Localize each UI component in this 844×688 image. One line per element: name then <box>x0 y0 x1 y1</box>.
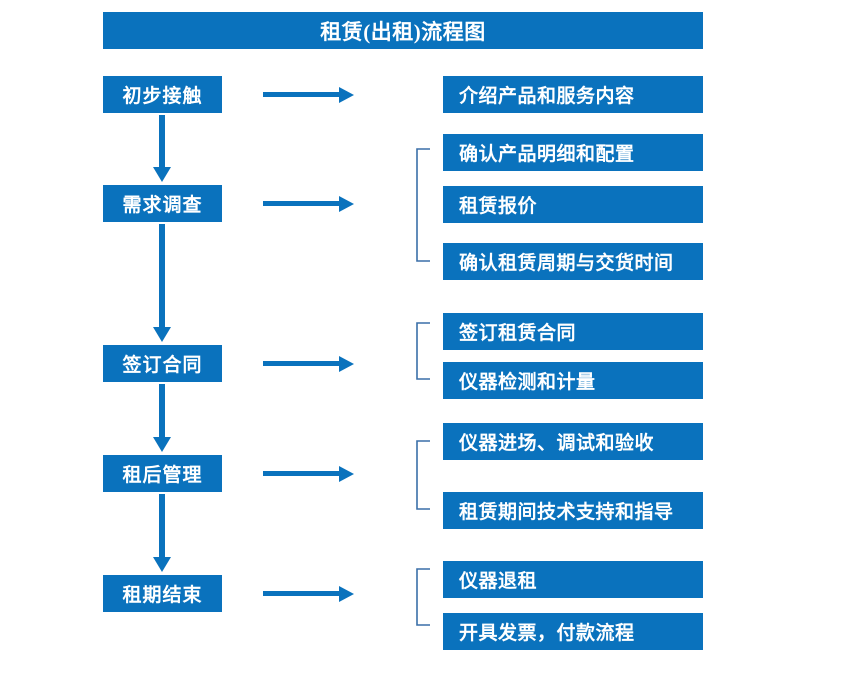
group-bracket-5 <box>415 568 431 626</box>
detail-box-3[interactable]: 租赁报价 <box>443 186 703 223</box>
detail-box-1[interactable]: 介绍产品和服务内容 <box>443 76 703 113</box>
stage-box-3[interactable]: 签订合同 <box>103 345 222 382</box>
detail-box-2[interactable]: 确认产品明细和配置 <box>443 134 703 171</box>
page-title: 租赁(出租)流程图 <box>103 12 703 49</box>
group-bracket-2 <box>415 148 431 262</box>
detail-box-5[interactable]: 签订租赁合同 <box>443 313 703 350</box>
horizontal-arrow-icon-5 <box>263 584 355 604</box>
horizontal-arrow-icon-3 <box>263 354 355 374</box>
horizontal-arrow-icon-2 <box>263 194 355 214</box>
stage-box-4[interactable]: 租后管理 <box>103 455 222 492</box>
detail-box-4[interactable]: 确认租赁周期与交货时间 <box>443 243 703 280</box>
stage-box-1[interactable]: 初步接触 <box>103 76 222 113</box>
group-bracket-4 <box>415 440 431 510</box>
detail-box-6[interactable]: 仪器检测和计量 <box>443 362 703 399</box>
vertical-arrow-icon-3 <box>152 384 172 453</box>
vertical-arrow-icon-1 <box>152 115 172 183</box>
detail-box-8[interactable]: 租赁期间技术支持和指导 <box>443 492 703 529</box>
detail-box-9[interactable]: 仪器退租 <box>443 561 703 598</box>
detail-box-10[interactable]: 开具发票，付款流程 <box>443 613 703 650</box>
vertical-arrow-icon-2 <box>152 224 172 343</box>
horizontal-arrow-icon-1 <box>263 85 355 105</box>
stage-box-5[interactable]: 租期结束 <box>103 575 222 612</box>
group-bracket-3 <box>415 322 431 380</box>
horizontal-arrow-icon-4 <box>263 464 355 484</box>
vertical-arrow-icon-4 <box>152 494 172 573</box>
stage-box-2[interactable]: 需求调查 <box>103 185 222 222</box>
detail-box-7[interactable]: 仪器进场、调试和验收 <box>443 423 703 460</box>
